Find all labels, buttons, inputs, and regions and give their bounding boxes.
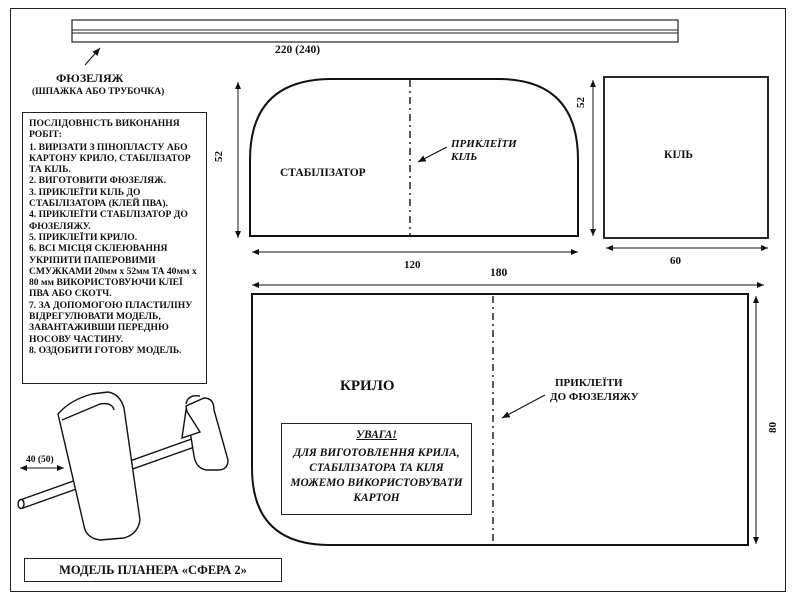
instruction-step-7: 7. ЗА ДОПОМОГОЮ ПЛАСТИЛІНУ ВІДРЕГУЛЮВАТИ…: [29, 299, 193, 345]
stabilizer-part: [249, 78, 579, 237]
fuselage-label: ФЮЗЕЛЯЖ: [56, 71, 124, 85]
fin-width-label: 60: [670, 255, 682, 267]
instruction-step-3: 3. ПРИКЛЕЇТИ КІЛЬ ДО СТАБІЛІЗАТОРА (КЛЕЙ…: [29, 186, 168, 210]
wing-note-arrow: [501, 394, 546, 419]
fin-label: КІЛЬ: [664, 149, 693, 161]
wing-note-line1: ПРИКЛЕЇТИ: [555, 376, 623, 389]
instructions-title: ПОСЛІДОВНІСТЬ ВИКОНАННЯ РОБІТ:: [29, 118, 180, 141]
stabilizer-height-label: 52: [213, 151, 225, 163]
model-sketch: [17, 391, 229, 541]
warning-title: УВАГА!: [356, 429, 397, 441]
wing-height-label: 80: [767, 422, 779, 434]
warning-box: УВАГА! ДЛЯ ВИГОТОВЛЕННЯ КРИЛА, СТАБІЛІЗА…: [281, 423, 472, 515]
model-title: МОДЕЛЬ ПЛАНЕРА «СФЕРА 2»: [24, 558, 282, 582]
instruction-step-8: 8. ОЗДОБИТИ ГОТОВУ МОДЕЛЬ.: [29, 344, 182, 356]
wing-note-line2: ДО ФЮЗЕЛЯЖУ: [550, 391, 639, 403]
warning-text: ДЛЯ ВИГОТОВЛЕННЯ КРИЛА, СТАБІЛІЗАТОРА ТА…: [290, 447, 463, 504]
fuselage-pointer-arrow: [84, 47, 101, 66]
stabilizer-width-label: 120: [404, 259, 421, 271]
wing-part: [251, 293, 749, 546]
fin-height-label: 52: [575, 97, 587, 109]
wing-width-label: 180: [490, 267, 508, 279]
stabilizer-note-line2: КІЛЬ: [450, 151, 477, 163]
instruction-step-2: 2. ВИГОТОВИТИ ФЮЗЕЛЯЖ.: [29, 175, 166, 187]
fuselage-subtitle: (ШПАЖКА АБО ТРУБОЧКА): [32, 86, 164, 97]
nose-dim-label: 40 (50): [26, 454, 54, 465]
instruction-step-5: 5. ПРИКЛЕЇТИ КРИЛО.: [29, 231, 138, 243]
fin-part: [603, 76, 769, 239]
page-frame: [10, 8, 786, 592]
stabilizer-note-line1: ПРИКЛЕЇТИ: [450, 137, 517, 150]
stabilizer-note-arrow: [417, 146, 448, 163]
wing-label: КРИЛО: [340, 378, 395, 394]
instruction-step-6: 6. ВСІ МІСЦЯ СКЛЕЮВАННЯ УКРІПИТИ ПАПЕРОВ…: [29, 243, 197, 300]
fuselage-rod: [71, 19, 679, 43]
instructions-box: ПОСЛІДОВНІСТЬ ВИКОНАННЯ РОБІТ: 1. ВИРІЗА…: [22, 112, 207, 384]
instruction-step-4: 4. ПРИКЛЕЇТИ СТАБІЛІЗАТОР ДО ФЮЗЕЛЯЖУ.: [29, 209, 188, 232]
instruction-step-1: 1. ВИРІЗАТИ З ПІНОПЛАСТУ АБО КАРТОНУ КРИ…: [29, 141, 191, 176]
stabilizer-label: СТАБІЛІЗАТОР: [280, 167, 366, 179]
fuselage-length-label: 220 (240): [275, 44, 320, 56]
